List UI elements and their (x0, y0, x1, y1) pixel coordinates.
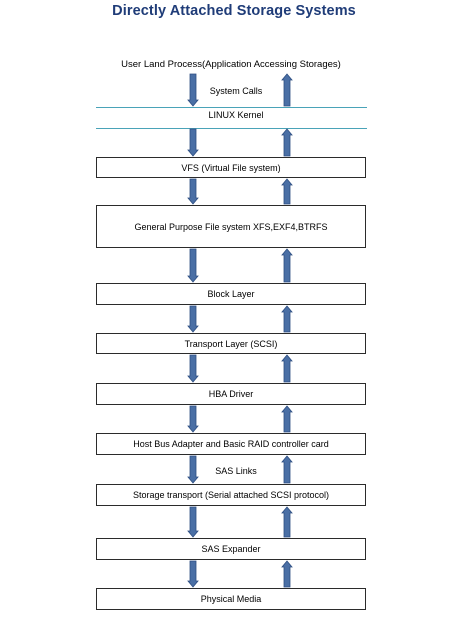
sas-links-label: SAS Links (215, 466, 257, 476)
layer-vfs: VFS (Virtual File system) (96, 157, 366, 178)
kernel-boundary-bottom-line (96, 128, 367, 129)
layer-storage-transport: Storage transport (Serial attached SCSI … (96, 484, 366, 506)
layer-physical-media: Physical Media (96, 588, 366, 610)
up-arrow-expander-to-media (281, 560, 293, 588)
system-calls-label: System Calls (209, 86, 263, 96)
up-arrow-storage-transport-to-expander (281, 506, 293, 538)
down-arrow-storage-transport-to-expander (187, 506, 199, 538)
down-arrow-fs-to-block (187, 248, 199, 283)
down-arrow-expander-to-media (187, 560, 199, 588)
up-arrow-user-to-syscall (281, 73, 293, 107)
kernel-boundary-top-line (96, 107, 367, 108)
down-arrow-block-to-transport (187, 305, 199, 333)
up-arrow-kernel-to-vfs (281, 128, 293, 157)
layer-general-purpose-fs: General Purpose File system XFS,EXF4,BTR… (96, 205, 366, 248)
down-arrow-vfs-to-fs (187, 178, 199, 205)
down-arrow-hba-driver-to-adapter (187, 405, 199, 433)
linux-kernel-label: LINUX Kernel (208, 110, 264, 120)
layer-hba-driver: HBA Driver (96, 383, 366, 405)
layer-host-bus-adapter: Host Bus Adapter and Basic RAID controll… (96, 433, 366, 455)
user-land-process-label: User Land Process(Application Accessing … (121, 59, 341, 70)
down-arrow-adapter-to-storage-transport (187, 455, 199, 484)
up-arrow-hba-driver-to-adapter (281, 405, 293, 433)
down-arrow-transport-to-hba-driver (187, 354, 199, 383)
up-arrow-transport-to-hba-driver (281, 354, 293, 383)
down-arrow-user-to-syscall (187, 73, 199, 107)
down-arrow-kernel-to-vfs (187, 128, 199, 157)
up-arrow-block-to-transport (281, 305, 293, 333)
diagram-title: Directly Attached Storage Systems (112, 3, 356, 19)
up-arrow-vfs-to-fs (281, 178, 293, 205)
up-arrow-adapter-to-storage-transport (281, 455, 293, 484)
layer-sas-expander: SAS Expander (96, 538, 366, 560)
layer-block: Block Layer (96, 283, 366, 305)
up-arrow-fs-to-block (281, 248, 293, 283)
layer-transport-scsi: Transport Layer (SCSI) (96, 333, 366, 354)
